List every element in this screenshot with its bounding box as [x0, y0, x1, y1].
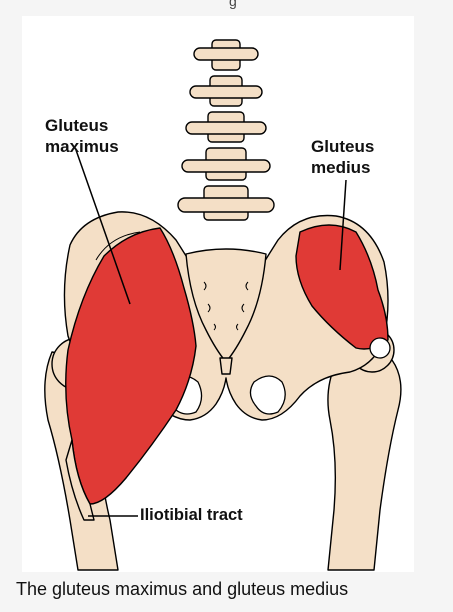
figure-caption: The gluteus maximus and gluteus medius	[16, 579, 349, 599]
cropped-heading-fragment: g	[229, 0, 237, 9]
gluteus-maximus-muscle	[65, 227, 197, 505]
label-gluteus-maximus: Gluteus maximus	[45, 116, 119, 156]
sacral-foramina-marks	[203, 281, 249, 331]
lumbar-spine	[177, 39, 275, 221]
right-femur	[327, 346, 402, 571]
gluteus-medius-leader-line	[339, 179, 347, 271]
left-iliac-crest-line	[95, 231, 141, 261]
iliotibial-tract-band	[65, 439, 95, 521]
label-gluteus-medius: Gluteus medius	[311, 137, 375, 177]
sacrum	[185, 248, 267, 363]
label-iliotibial-tract: Iliotibial tract	[140, 506, 243, 524]
right-obturator-foramen	[249, 375, 286, 415]
gluteus-maximus-leader-line	[75, 149, 131, 305]
gluteus-medius-muscle	[295, 224, 389, 350]
coccyx	[219, 357, 233, 375]
